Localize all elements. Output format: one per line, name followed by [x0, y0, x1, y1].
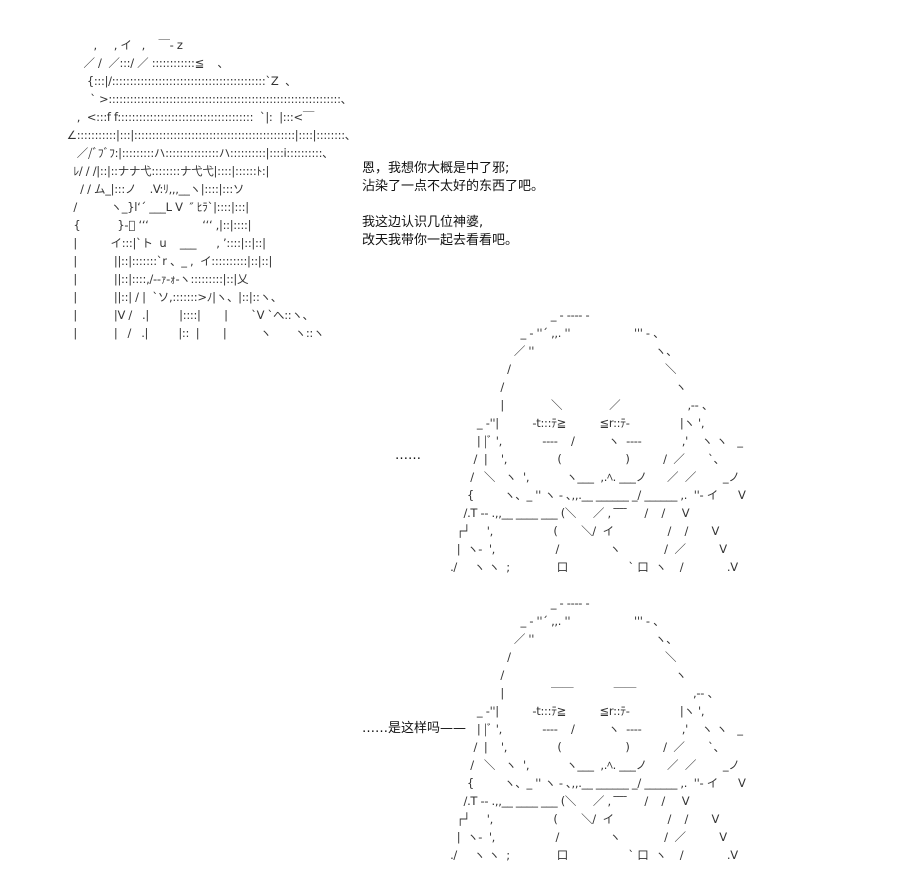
- art-line: ／ '' ヽ、: [440, 344, 678, 358]
- art-line: ┌┘ ', ( ＼/ イ / / V: [440, 812, 720, 826]
- art-line: / / ム_|:::ノ .V:ﾘ,,,__ヽ|::::|:::ソ: [60, 182, 245, 196]
- art-line: ／ / ／:::/ ／ ::::::::::::≦ 、: [60, 56, 229, 70]
- art-line: / ＼ ヽ ', ヽ___ ,.ﾍ. ___ノ ／ ／ _ノ: [440, 470, 740, 484]
- speech-line: 沾染了一点不太好的东西了吧。: [362, 179, 545, 194]
- art-line: | ＼ ／ ,‐‐ 、: [440, 398, 714, 412]
- art-line: ／/ﾞﾌﾞﾌ:|:::::::::ハ:::::::::::::::ハ::::::…: [60, 146, 334, 160]
- art-line: | ヽ‐ ', / ヽ / ／ V: [440, 830, 727, 844]
- art-line: / ＼: [440, 650, 677, 664]
- art-line: { ヽ、_ '' ヽ ‐ ､,,.__ ______ _/ ______ ,. …: [440, 488, 746, 502]
- art-line: | |ﾞ ', ‐‐‐‐ / ヽ ‐‐‐‐ ,' ヽ ヽ _: [440, 434, 743, 448]
- art-line: ﾚ/ / /|::|::ナナ弋::::::::ナ弋弋|::::|::::::ﾄ:…: [60, 164, 270, 178]
- art-line: | |ﾞ ', ‐‐‐‐ / ヽ ‐‐‐‐ ,' ヽ ヽ _: [440, 722, 743, 736]
- art-line: | イ:::|`ト u ___ , ’::::|::|::|: [60, 236, 266, 250]
- speech-line: 我这边认识几位神婆,: [362, 215, 484, 230]
- art-line: /.T ‐‐ .,,__ ____ ___ (＼ ／ , ̄ ̄ ̄ ̄ / /…: [440, 794, 690, 808]
- art-line: / ヽ: [440, 668, 687, 682]
- art-line: / ＼ ヽ ', ヽ___ ,.ﾍ. ___ノ ／ ／ _ノ: [440, 758, 740, 772]
- art-line: , <:::f f:::::::::::::::::::::::::::::::…: [60, 110, 315, 124]
- art-line: / ヽ: [440, 380, 687, 394]
- art-line: ./ ヽ ヽ ; 口 ` 口 ヽ / .V: [440, 848, 738, 862]
- art-line: /.T ‐‐ .,,__ ____ ___ (＼ ／ , ̄ ̄ ̄ ̄ / /…: [440, 506, 690, 520]
- art-line: / ヽ_}l‘´ ___L V ″ ﾋﾗ`|::::|:::|: [60, 200, 249, 214]
- art-line: {:::|/::::::::::::::::::::::::::::::::::…: [60, 74, 297, 88]
- art-line: / | ', ( ) / ／ `、: [440, 452, 725, 466]
- dialogue-ellipsis: ……: [395, 448, 421, 463]
- art-line: { }‐ﾞ ‘‘‘ ‘‘‘ ,|::|::::|: [60, 218, 252, 232]
- speech-line: [362, 196, 544, 214]
- art-line: | ||::|::::,/‐‐ｧ‐ｫ‐ヽ:::::::::|::|乂: [60, 272, 249, 286]
- art-line: / ＼: [440, 362, 677, 376]
- art-line: | ￣￣ ￣￣ ,‐‐ 、: [440, 686, 719, 700]
- character-ascii-art-left: , , イ , ￣‐ z ／ / ／:::/ ／ ::::::::::::≦ 、…: [60, 36, 357, 342]
- character-ascii-art-face-1: _ ‐ ‐‐‐‐ ‐ _ ‐ ''´ ,,. '' ''' ‐ 、 ／ '' ヽ…: [440, 306, 746, 576]
- art-line: | |V / .| |::::| | `V `へ::ヽ、: [60, 308, 314, 322]
- art-line: _ ‐ ‐‐‐‐ ‐: [440, 596, 590, 610]
- art-line: ` >:::::::::::::::::::::::::::::::::::::…: [60, 92, 352, 106]
- art-line: ┌┘ ', ( ＼/ イ / / V: [440, 524, 720, 538]
- art-line: _ ‐''| ‐t:::ﾃ≧ ≦r::ﾃ‐ |ヽ ',: [440, 416, 705, 430]
- art-line: ./ ヽ ヽ ; 口 ` 口 ヽ / .V: [440, 560, 738, 574]
- art-line: _ ‐''| ‐t:::ﾃ≧ ≦r::ﾃ‐ |ヽ ',: [440, 704, 705, 718]
- art-line: | ヽ‐ ', / ヽ / ／ V: [440, 542, 727, 556]
- art-line: { ヽ、_ '' ヽ ‐ ､,,.__ ______ _/ ______ ,. …: [440, 776, 746, 790]
- art-line: , , イ , ￣‐ z: [60, 38, 183, 52]
- speech-line: 改天我带你一起去看看吧。: [362, 233, 519, 248]
- speech-line: 恩，我想你大概是中了邪;: [362, 161, 510, 176]
- art-line: ／ '' ヽ、: [440, 632, 678, 646]
- dialogue-speech-1: 恩，我想你大概是中了邪; 沾染了一点不太好的东西了吧。我这边认识几位神婆, 改天我带…: [362, 160, 544, 250]
- character-ascii-art-face-2: _ ‐ ‐‐‐‐ ‐ _ ‐ ''´ ,,. '' ''' ‐ 、 ／ '' ヽ…: [440, 594, 746, 864]
- art-line: / | ', ( ) / ／ `、: [440, 740, 725, 754]
- dialogue-speech-2: ……是这样吗——: [362, 721, 467, 736]
- art-line: _ ‐ ‐‐‐‐ ‐: [440, 308, 590, 322]
- art-line: | ||::| / | `ソ,:::::::>ﾉ|ヽ、|::|::ヽ、: [60, 290, 282, 304]
- art-line: | | / .| |:: | | ヽ ヽ::ヽ: [60, 326, 325, 340]
- art-line: _ ‐ ''´ ,,. '' ''' ‐ 、: [440, 614, 665, 628]
- art-line: _ ‐ ''´ ,,. '' ''' ‐ 、: [440, 326, 665, 340]
- art-line: ∠:::::::::::|:::|:::::::::::::::::::::::…: [60, 128, 357, 142]
- art-line: | ||::|:::::::`r 、_ , イ::::::::::|::|::|: [60, 254, 273, 268]
